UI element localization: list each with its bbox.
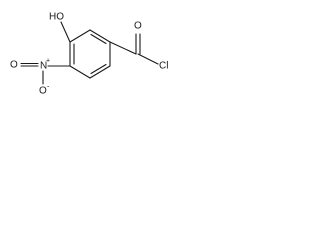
chemical-structure-diagram: HO N + O O - O Cl [10,12,168,97]
benzene-ring [69,29,111,79]
nitro-nitrogen-charge: + [46,58,50,65]
ring-bond [69,65,91,79]
c-oh-bond [60,21,71,43]
nitro-oxygen-charge: - [47,84,50,91]
ring-carbonyl-bond [109,41,137,55]
carbonyl-oxygen-label: O [134,21,142,32]
ring-bond [89,65,111,79]
hydroxyl-label: HO [49,12,64,23]
ring-double-bond [90,63,107,75]
ring-double-bond [90,33,107,45]
chlorine-label: Cl [159,61,168,72]
nitro-oxygen-bottom-label: O [39,86,47,97]
c-cl-bond [137,53,159,65]
nitro-oxygen-left-label: O [10,60,18,71]
nitro-nitrogen-label: N [40,61,47,72]
ring-bond [69,29,91,43]
ring-bond [89,29,111,43]
